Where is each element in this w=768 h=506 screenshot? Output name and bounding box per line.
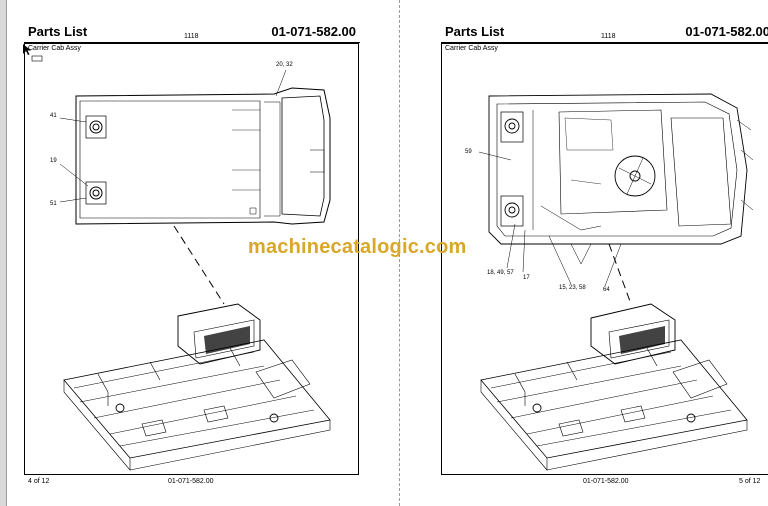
page-5: Parts List 1118 01-071-582.00 Carrier Ca… xyxy=(441,0,768,506)
callout-label: 41 xyxy=(50,113,57,119)
doc-number: 01-071-582.00 xyxy=(271,24,356,39)
page-number: 5 of 12 xyxy=(739,478,761,485)
cab-iso-view-drawing xyxy=(478,93,754,471)
header-rule xyxy=(24,42,360,43)
mouse-pointer-icon xyxy=(23,44,31,55)
header-rule xyxy=(441,42,768,43)
footer-doc-number: 01-071-582.00 xyxy=(168,478,214,485)
ref-code: 1118 xyxy=(601,33,616,40)
page-title: Parts List xyxy=(28,24,88,39)
callout-label: 51 xyxy=(50,201,57,207)
page-4: Parts List 1118 01-071-582.00 Carrier Ca… xyxy=(24,0,360,506)
page-number: 4 of 12 xyxy=(28,478,50,485)
callout-label: 15, 23, 58 xyxy=(559,285,586,291)
viewer-left-gutter xyxy=(0,0,7,506)
watermark: machinecatalogic.com xyxy=(248,236,467,258)
illustration-frame xyxy=(441,43,768,475)
callout-label: 18, 49, 57 xyxy=(487,270,514,276)
illustration-title: Carrier Cab Assy xyxy=(28,45,81,52)
callout-label: 20, 32 xyxy=(276,62,293,68)
footer-doc-number: 01-071-582.00 xyxy=(583,478,629,485)
illustration-title: Carrier Cab Assy xyxy=(445,45,498,52)
page-divider xyxy=(399,0,400,506)
callout-label: 17 xyxy=(523,275,530,281)
callout-label: 59 xyxy=(465,149,472,155)
cab-top-view-drawing xyxy=(31,55,331,471)
page-title: Parts List xyxy=(445,24,505,39)
callout-label: 64 xyxy=(603,287,610,293)
doc-number: 01-071-582.00 xyxy=(685,24,768,39)
ref-code: 1118 xyxy=(184,33,199,40)
callout-label: 19 xyxy=(50,158,57,164)
illustration-frame xyxy=(24,43,359,475)
